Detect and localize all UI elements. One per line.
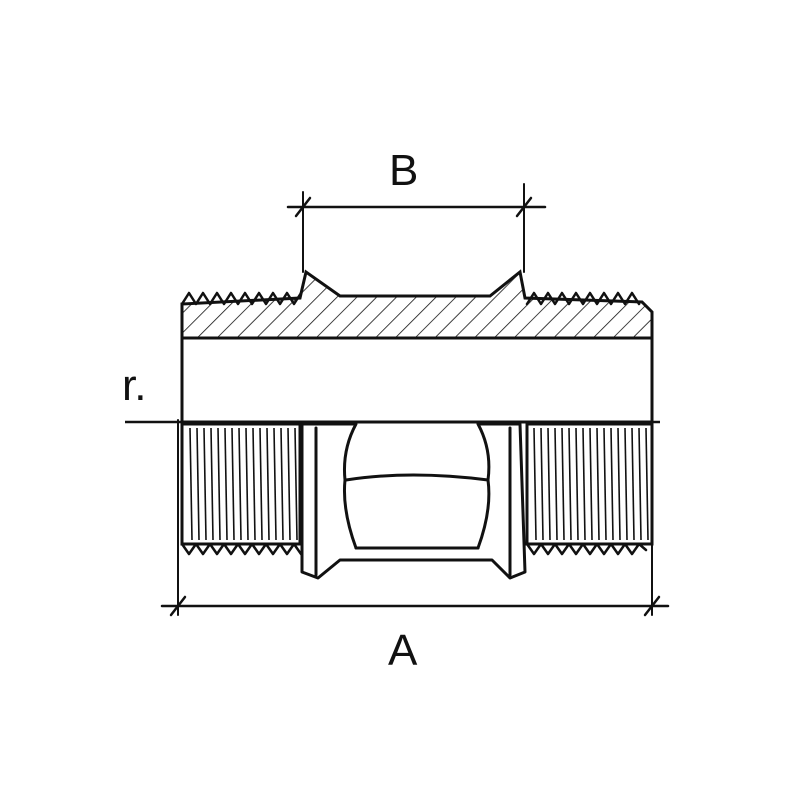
dimension-a-label: A [388, 626, 418, 675]
thread-line [245, 427, 249, 541]
thread-line [624, 427, 628, 541]
section-upper-half [180, 269, 654, 424]
section-wall-hatch [180, 269, 654, 340]
thread-line [533, 427, 537, 541]
thread-line [238, 427, 242, 541]
hex-face-top-curve [344, 473, 490, 482]
thread-line [189, 427, 193, 541]
left-thread-lines [189, 427, 298, 541]
thread-line [224, 427, 228, 541]
right-thread-upper [525, 291, 641, 306]
thread-line [645, 427, 649, 541]
thread-line [203, 427, 207, 541]
thread-line [547, 427, 551, 541]
thread-line [231, 427, 235, 541]
thread-line [582, 427, 586, 541]
thread-line [561, 427, 565, 541]
thread-line [603, 427, 607, 541]
thread-line [554, 427, 558, 541]
thread-line [287, 427, 291, 541]
left-thread-lower [180, 542, 303, 556]
hex-body [300, 422, 527, 580]
thread-line [196, 427, 200, 541]
thread-line [631, 427, 635, 541]
thread-label: r. [122, 361, 146, 410]
thread-line [294, 427, 298, 541]
thread-line [259, 427, 263, 541]
dimension-b-label: B [389, 146, 418, 195]
left-thread-upper [180, 291, 303, 306]
thread-line [252, 427, 256, 541]
thread-line [280, 427, 284, 541]
thread-line [217, 427, 221, 541]
dimension-a [160, 419, 670, 617]
thread-line [540, 427, 544, 541]
thread-line [617, 427, 621, 541]
external-view-lower-half [180, 422, 654, 580]
thread-line [273, 427, 277, 541]
thread-line [266, 427, 270, 541]
thread-line [568, 427, 572, 541]
thread-line [210, 427, 214, 541]
thread-line [589, 427, 593, 541]
thread-line [596, 427, 600, 541]
thread-line [638, 427, 642, 541]
right-thread-lines [533, 427, 649, 541]
right-thread-lower [525, 542, 648, 556]
inner-bore [180, 336, 654, 424]
dimension-b [286, 183, 547, 273]
thread-line [610, 427, 614, 541]
thread-line [575, 427, 579, 541]
